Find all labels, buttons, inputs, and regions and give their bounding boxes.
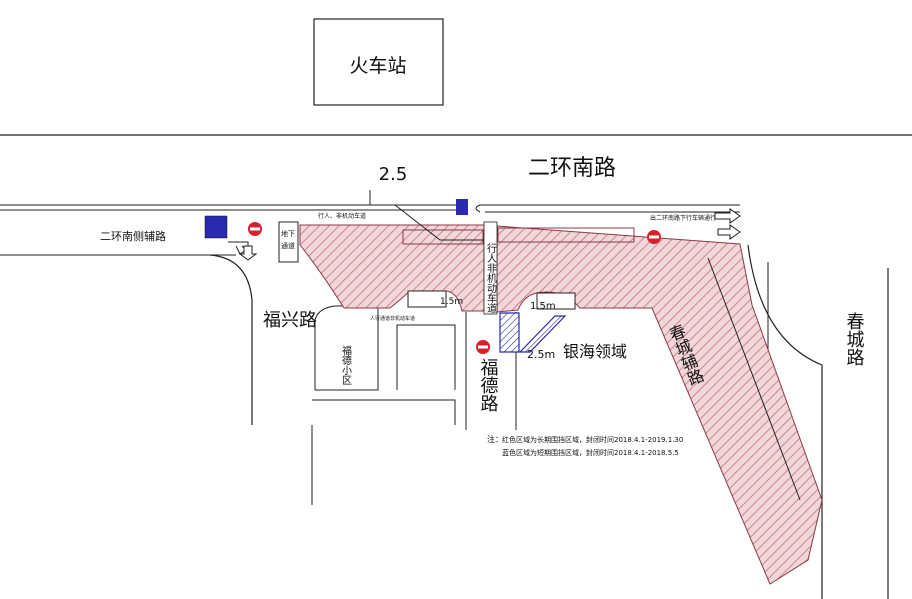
pedestrian-lane-label: 行人非机动车道	[485, 242, 497, 313]
note-right: 出二环南路下行车辆通行	[650, 214, 716, 222]
note-left-small: 人行通道非机动车道	[370, 315, 415, 322]
small-building-west	[407, 290, 447, 308]
community-label: 福德小区	[340, 344, 352, 385]
closed-strip-2	[497, 227, 635, 243]
underground-passage-label: 地下通道	[281, 229, 295, 250]
down-arrow-icon	[238, 245, 258, 261]
legend-prefix: 注：	[487, 434, 503, 444]
road-label-fude: 福德路	[478, 358, 499, 412]
road-label-erhuan-south: 二环南路	[528, 156, 616, 181]
train-station-label: 火车站	[349, 55, 406, 77]
underground-passage	[278, 221, 299, 263]
block-3	[312, 399, 456, 425]
closed-strip-1	[402, 229, 484, 245]
right-arrow-icon-2	[717, 224, 741, 240]
small-building-east	[536, 292, 576, 310]
pedestrian-lane	[483, 221, 498, 315]
short-term-area	[499, 312, 520, 353]
dim-left: 1.5m	[440, 297, 463, 307]
dim-blue: 2.5m	[527, 348, 555, 361]
road-label-fuxing: 福兴路	[263, 310, 317, 331]
dim-top-leader	[369, 190, 484, 241]
closed-area-east	[496, 225, 823, 585]
road-label-aux: 二环南侧辅路	[100, 229, 166, 243]
right-arrow-icon	[714, 208, 741, 224]
parking-sign-icon-2	[456, 199, 468, 215]
train-station-building	[313, 18, 444, 106]
no-entry-icon	[248, 222, 262, 236]
area-label-yinhai: 银海领域	[563, 342, 627, 361]
aux-road-diagonal	[707, 257, 801, 501]
no-entry-icon-2	[647, 230, 661, 244]
parking-sign-icon	[204, 215, 228, 239]
legend-line-2: 蓝色区域为短期围挡区域，封闭时间2018.4.1-2018.5.5	[502, 448, 679, 457]
note-top: 行人、非机动车道	[318, 212, 366, 220]
fuxing-road-edge	[209, 254, 253, 425]
chuncheng-road-edge	[747, 244, 823, 599]
block-2	[396, 324, 456, 390]
road-label-chuncheng: 春城路	[844, 312, 865, 366]
dim-top: 2.5	[379, 164, 408, 185]
dim-right: 1.5m	[530, 301, 556, 312]
no-entry-icon-3	[476, 340, 490, 354]
legend-line-1: 红色区域为长期围挡区域，封闭时间2018.4.1-2019.1.30	[502, 435, 683, 444]
closed-area-west	[299, 224, 485, 312]
short-term-area-wedge	[518, 315, 567, 353]
